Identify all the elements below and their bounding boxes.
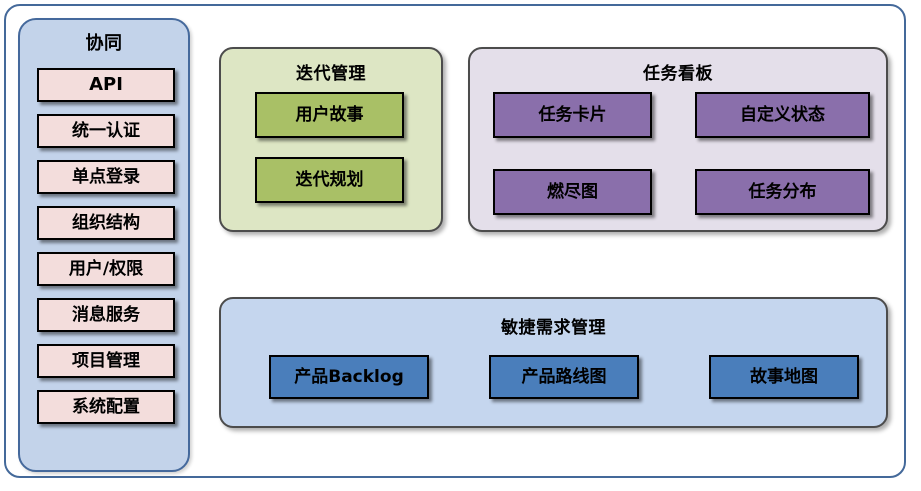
iteration-item-iteration-planning[interactable]: 迭代规划 [255,157,404,203]
group-collaboration[interactable]: 协同 API 统一认证 单点登录 组织结构 用户/权限 消息服务 项目管理 系统… [18,18,190,472]
collaboration-item-list: API 统一认证 单点登录 组织结构 用户/权限 消息服务 项目管理 系统配置 [37,68,175,436]
group-collaboration-title: 协同 [85,33,123,54]
sidebar-item-project-management[interactable]: 项目管理 [37,344,175,378]
group-agile-requirement-management-title: 敏捷需求管理 [501,318,606,338]
group-agile-requirement-management[interactable]: 敏捷需求管理 产品Backlog 产品路线图 故事地图 [219,297,888,428]
group-task-board-title: 任务看板 [643,64,713,84]
sidebar-item-api[interactable]: API [37,68,175,102]
taskboard-item-burndown-chart[interactable]: 燃尽图 [493,169,652,215]
sidebar-item-unified-auth[interactable]: 统一认证 [37,114,175,148]
agile-item-product-backlog-suffix: Backlog [328,367,404,387]
group-task-board[interactable]: 任务看板 任务卡片 自定义状态 燃尽图 任务分布 [468,47,888,232]
agile-item-product-backlog[interactable]: 产品Backlog [269,355,429,399]
sidebar-item-org-structure[interactable]: 组织结构 [37,206,175,240]
agile-item-product-roadmap[interactable]: 产品路线图 [489,355,639,399]
iteration-item-user-story[interactable]: 用户故事 [255,92,404,138]
agile-item-product-backlog-prefix: 产品 [294,367,329,387]
group-iteration-management[interactable]: 迭代管理 用户故事 迭代规划 [219,47,443,232]
sidebar-item-system-config[interactable]: 系统配置 [37,390,175,424]
sidebar-item-user-permission[interactable]: 用户/权限 [37,252,175,286]
group-iteration-management-title: 迭代管理 [296,64,366,84]
taskboard-item-custom-status[interactable]: 自定义状态 [695,92,870,138]
sidebar-item-message-service[interactable]: 消息服务 [37,298,175,332]
taskboard-item-task-card[interactable]: 任务卡片 [493,92,652,138]
agile-item-story-map[interactable]: 故事地图 [709,355,859,399]
sidebar-item-single-sign-on[interactable]: 单点登录 [37,160,175,194]
taskboard-item-task-distribution[interactable]: 任务分布 [695,169,870,215]
